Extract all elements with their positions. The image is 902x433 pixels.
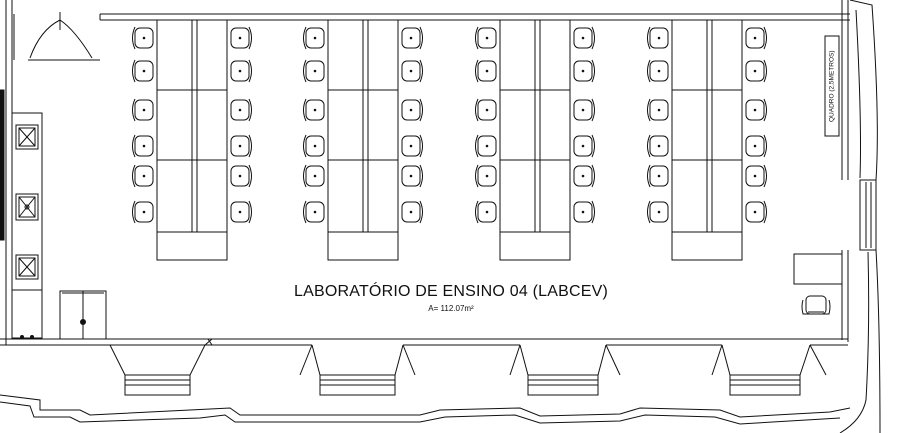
chair — [133, 201, 154, 223]
chair — [476, 99, 497, 121]
chair — [402, 99, 423, 121]
chair — [304, 165, 325, 187]
chair — [574, 60, 595, 82]
chair — [231, 201, 252, 223]
chair — [746, 135, 767, 157]
chair — [746, 60, 767, 82]
chair — [476, 60, 497, 82]
board-label: QUADRO (2,5METROS) — [828, 50, 836, 122]
chair — [304, 60, 325, 82]
chairs — [133, 27, 767, 223]
teacher-chair — [802, 296, 830, 314]
chair — [648, 165, 669, 187]
chair — [402, 27, 423, 49]
chair — [476, 201, 497, 223]
lab-counter — [0, 90, 42, 339]
cabinet — [60, 291, 106, 339]
chair — [476, 165, 497, 187]
chair — [746, 99, 767, 121]
chair — [133, 27, 154, 49]
chair — [648, 135, 669, 157]
chair — [574, 135, 595, 157]
table-group — [157, 20, 227, 260]
chair — [231, 165, 252, 187]
chair — [402, 60, 423, 82]
chair — [648, 99, 669, 121]
chair — [402, 165, 423, 187]
chair — [746, 165, 767, 187]
table-group — [500, 20, 570, 260]
teacher-desk — [794, 254, 842, 284]
sink — [16, 125, 38, 149]
room-title: LABORATÓRIO DE ENSINO 04 (LABCEV) — [294, 283, 608, 300]
sink — [16, 194, 38, 220]
chair — [133, 135, 154, 157]
chair — [574, 165, 595, 187]
chair — [133, 99, 154, 121]
walls — [0, 0, 880, 433]
chair — [402, 201, 423, 223]
table-groups — [157, 20, 742, 260]
chair — [304, 99, 325, 121]
chair — [574, 201, 595, 223]
sink — [16, 255, 38, 279]
chair — [648, 201, 669, 223]
table-group — [672, 20, 742, 260]
chair — [231, 27, 252, 49]
chair — [231, 60, 252, 82]
chair — [476, 135, 497, 157]
chair — [304, 135, 325, 157]
chair — [133, 60, 154, 82]
chair — [648, 60, 669, 82]
chair — [231, 135, 252, 157]
chair — [648, 27, 669, 49]
whiteboard — [825, 36, 839, 136]
bay-windows — [0, 339, 850, 424]
chair — [476, 27, 497, 49]
table-group — [328, 20, 398, 260]
chair — [231, 99, 252, 121]
chair — [574, 99, 595, 121]
chair — [304, 201, 325, 223]
chair — [402, 135, 423, 157]
chair — [574, 27, 595, 49]
room-area: A= 112.07m² — [428, 304, 474, 313]
chair — [746, 27, 767, 49]
chair — [133, 165, 154, 187]
chair — [746, 201, 767, 223]
chair — [304, 27, 325, 49]
